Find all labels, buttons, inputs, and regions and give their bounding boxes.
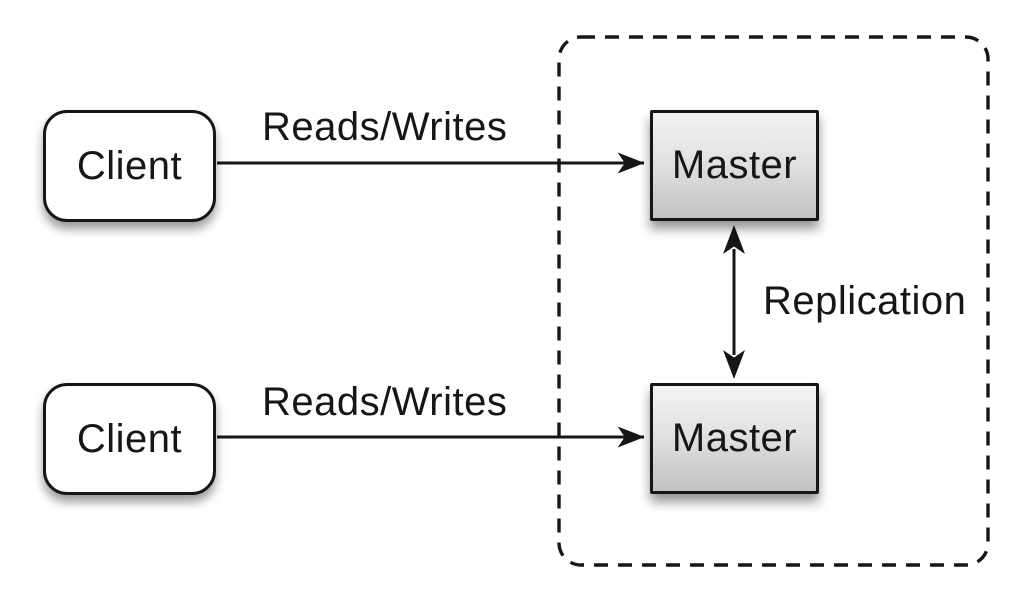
master-node-top: Master <box>650 110 819 221</box>
reads-writes-label-bottom: Reads/Writes <box>262 380 508 424</box>
master-node-bottom: Master <box>650 383 819 494</box>
client-top-label: Client <box>76 143 183 188</box>
client-node-top: Client <box>43 110 216 222</box>
reads-writes-label-top: Reads/Writes <box>262 105 508 149</box>
master-cluster-outline <box>557 35 990 567</box>
master-top-label: Master <box>671 143 798 187</box>
client-bottom-label: Client <box>76 416 183 461</box>
client-node-bottom: Client <box>43 383 216 495</box>
replication-arrowhead-up-icon <box>723 225 745 254</box>
replication-label: Replication <box>763 279 967 323</box>
replication-arrowhead-down-icon <box>723 350 745 379</box>
master-bottom-label: Master <box>671 416 798 460</box>
